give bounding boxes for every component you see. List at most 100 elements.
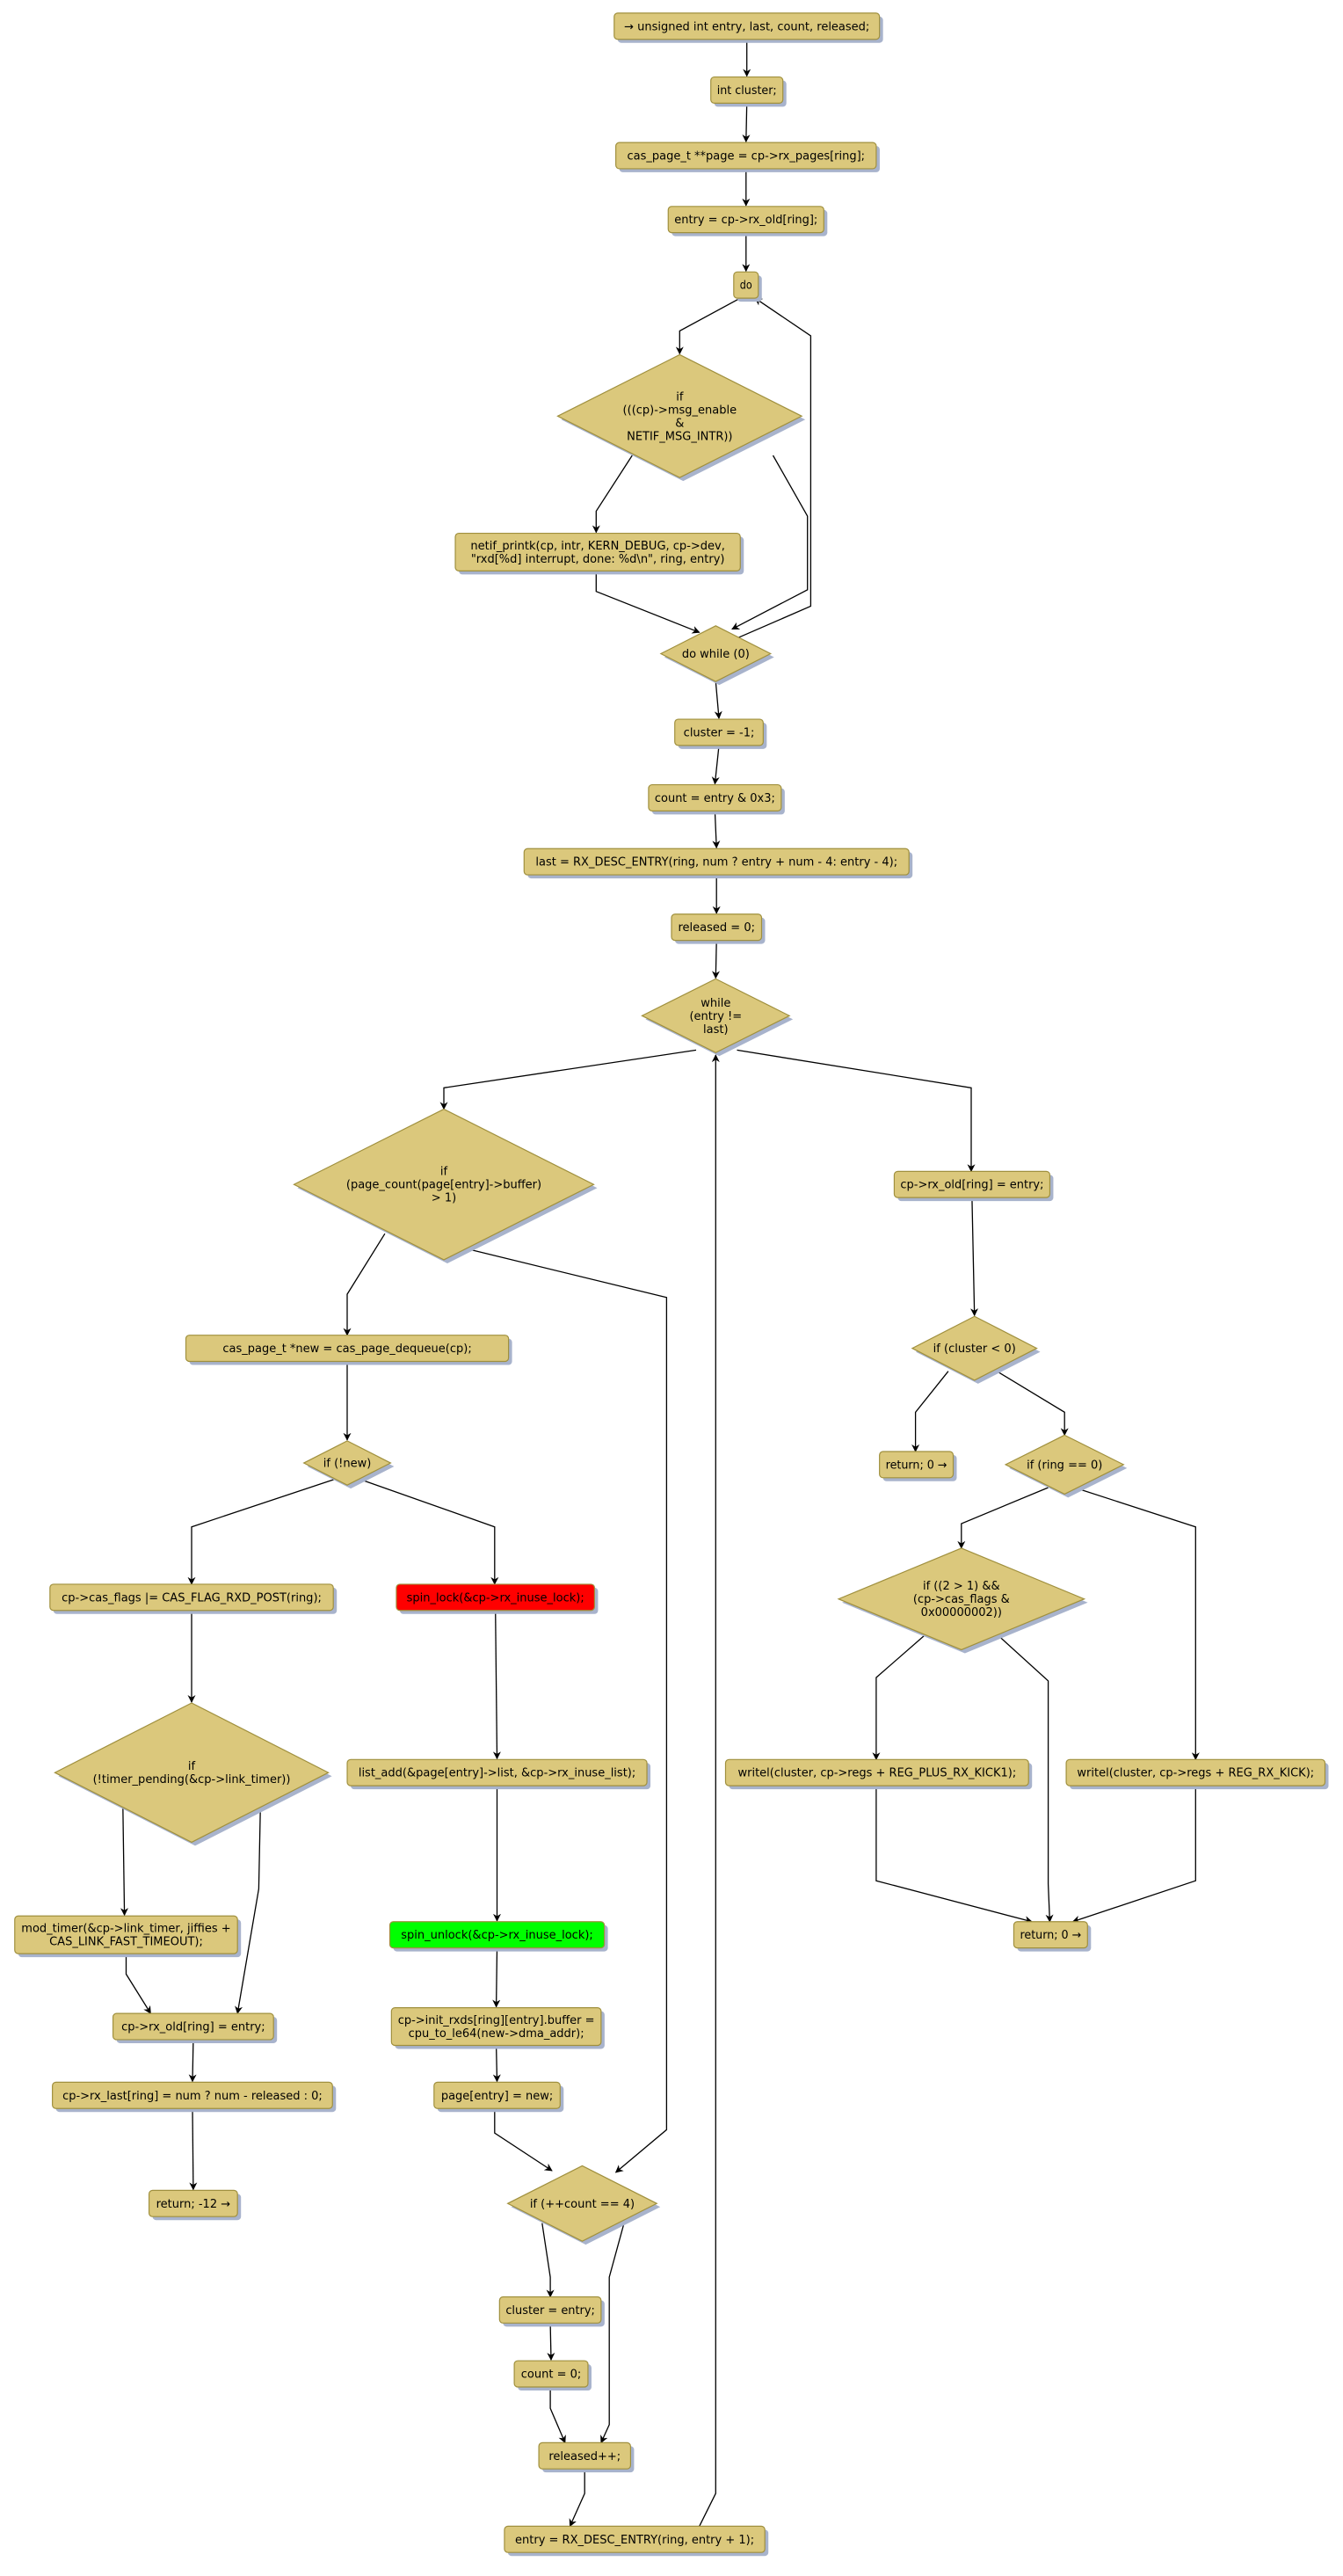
box-shape (671, 913, 763, 942)
node-label: cpu_to_le64(new->dma_addr); (409, 2027, 584, 2041)
statement-node[interactable]: entry = RX_DESC_ENTRY(ring, entry + 1); (504, 2525, 769, 2557)
diamond-shape (302, 1440, 392, 1486)
box-shape (185, 1335, 510, 1363)
edge-n28-n31 (125, 1954, 151, 2014)
node-label: (((cp)->msg_enable (623, 404, 737, 417)
statement-node[interactable]: cp->init_rxds[ring][entry].buffer =cpu_t… (390, 2007, 605, 2049)
statement-node[interactable]: cas_page_t *new = cas_page_dequeue(cp); (185, 1335, 512, 1365)
statement-node[interactable]: list_add(&page[entry]->list, &cp->rx_inu… (346, 1758, 651, 1790)
statement-node[interactable]: cp->rx_old[ring] = entry; (893, 1170, 1054, 1202)
edge-n8-n9 (714, 681, 722, 719)
box-shape (1065, 1758, 1326, 1786)
statement-node[interactable]: cp->rx_old[ring] = entry; (112, 2012, 278, 2043)
statement-node[interactable]: writel(cluster, cp->regs + REG_PLUS_RX_K… (724, 1758, 1033, 1790)
edge-n39-n40 (569, 2469, 585, 2528)
statement-node[interactable]: netif_printk(cp, intr, KERN_DEBUG, cp->d… (454, 532, 744, 575)
node-label: int cluster; (717, 84, 777, 98)
node-label: do while (0) (682, 648, 750, 661)
box-shape (49, 1583, 334, 1612)
edge-n31-n33 (188, 2039, 197, 2083)
node-label: spin_lock(&cp->rx_inuse_lock); (407, 1591, 584, 1605)
statement-node[interactable]: released = 0; (671, 913, 766, 944)
decision-node[interactable]: if (cluster < 0) (911, 1315, 1041, 1384)
edge-n10-n11 (712, 811, 721, 849)
decision-node[interactable]: if ((2 > 1) &&(cp->cas_flags &0x00000002… (837, 1547, 1088, 1654)
edge-n7-n8 (595, 571, 701, 634)
statement-node[interactable]: cp->rx_last[ring] = num ? num - released… (52, 2081, 337, 2113)
statement-node[interactable]: spin_unlock(&cp->rx_inuse_lock); (388, 1921, 608, 1952)
box-shape (667, 206, 824, 234)
node-label: 0x00000002)) (921, 1606, 1002, 1619)
node-label: cluster = entry; (505, 2304, 595, 2318)
node-label: return; 0 → (1020, 1929, 1081, 1942)
statement-node[interactable]: page[entry] = new; (433, 2081, 564, 2113)
edge-n13-n15 (737, 1049, 976, 1173)
box-shape (148, 2189, 238, 2217)
node-label: if (188, 1760, 196, 1773)
edge-n33-n35 (189, 2108, 198, 2191)
box-shape (523, 848, 910, 876)
statement-node[interactable]: return; 0 → (1013, 1921, 1092, 1952)
decision-node[interactable]: if(((cp)->msg_enable&NETIF_MSG_INTR)) (556, 353, 806, 482)
statement-node[interactable]: return; -12 → (148, 2189, 242, 2221)
statement-node[interactable]: cluster = -1; (674, 718, 767, 749)
node-label: (entry != (689, 1010, 742, 1023)
statement-node[interactable]: mod_timer(&cp->link_timer, jiffies +CAS_… (14, 1915, 242, 1958)
node-label: mod_timer(&cp->link_timer, jiffies + (21, 1923, 230, 1936)
edge-n14-n36 (471, 1249, 668, 2173)
statement-node[interactable]: released++; (538, 2441, 635, 2473)
node-label: (page_count(page[entry]->buffer) (346, 1179, 541, 1192)
box-shape (615, 142, 877, 170)
statement-node[interactable]: count = 0; (513, 2360, 592, 2390)
edge-n2-n3 (742, 103, 751, 143)
statement-node[interactable]: int cluster; (710, 76, 787, 107)
node-label: writel(cluster, cp->regs + REG_RX_KICK); (1077, 1767, 1314, 1780)
edge-n23-n26 (872, 1631, 930, 1761)
statement-node[interactable]: last = RX_DESC_ENTRY(ring, num ? entry +… (523, 848, 913, 879)
statement-node[interactable]: do (733, 271, 762, 302)
edge-n36-n37 (541, 2223, 555, 2298)
node-label: count = entry & 0x3; (655, 792, 775, 805)
node-label: entry = cp->rx_old[ring]; (674, 214, 817, 227)
box-shape (733, 271, 759, 299)
box-shape (879, 1451, 955, 1479)
node-label: entry = RX_DESC_ENTRY(ring, entry + 1); (515, 2534, 754, 2547)
box-shape (648, 783, 782, 811)
edge-n38-n39 (549, 2387, 566, 2444)
node-label: count = 0; (521, 2369, 582, 2382)
node-label: cluster = -1; (684, 726, 755, 739)
statement-node[interactable]: cluster = entry; (498, 2296, 605, 2327)
box-shape (504, 2525, 766, 2553)
statement-node[interactable]: writel(cluster, cp->regs + REG_RX_KICK); (1065, 1758, 1329, 1790)
node-label: cp->init_rxds[ring][entry].buffer = (398, 2014, 595, 2027)
statement-node[interactable]: cp->cas_flags |= CAS_FLAG_RXD_POST(ring)… (49, 1583, 338, 1614)
edge-n6-n7 (592, 455, 633, 534)
decision-node[interactable]: while(entry !=last) (641, 978, 794, 1057)
decision-node[interactable]: if (++count == 4) (506, 2165, 661, 2245)
statement-node[interactable]: return; 0 → (879, 1451, 957, 1481)
statement-node[interactable]: count = entry & 0x3; (648, 783, 785, 815)
statement-node[interactable]: → unsigned int entry, last, count, relea… (613, 12, 883, 43)
box-shape (112, 2012, 274, 2041)
box-shape (454, 532, 741, 571)
decision-node[interactable]: if (!new) (302, 1440, 395, 1489)
node-label: return; -12 → (156, 2198, 231, 2211)
node-label: (!timer_pending(&cp->link_timer)) (93, 1773, 291, 1786)
node-label: page[entry] = new; (441, 2090, 553, 2103)
node-label: cas_page_t *new = cas_page_dequeue(cp); (222, 1343, 471, 1356)
statement-node[interactable]: cas_page_t **page = cp->rx_pages[ring]; (615, 142, 880, 172)
edge-n40-n13 (699, 1054, 720, 2527)
decision-node[interactable]: do while (0) (659, 625, 774, 686)
box-shape (396, 1583, 596, 1612)
edges-layer (120, 39, 1200, 2528)
statement-node[interactable]: entry = cp->rx_old[ring]; (667, 206, 828, 236)
statement-node[interactable]: spin_lock(&cp->rx_inuse_lock); (396, 1583, 599, 1614)
node-label: do (740, 280, 752, 293)
edge-n23-n30 (993, 1631, 1054, 1923)
decision-node[interactable]: if (ring == 0) (1004, 1434, 1128, 1498)
decision-node[interactable]: if(!timer_pending(&cp->link_timer)) (54, 1702, 332, 1846)
node-label: last) (703, 1023, 729, 1037)
decision-node[interactable]: if(page_count(page[entry]->buffer)> 1) (293, 1108, 598, 1263)
node-label: while (701, 997, 730, 1010)
edge-n13-n14 (439, 1049, 697, 1110)
